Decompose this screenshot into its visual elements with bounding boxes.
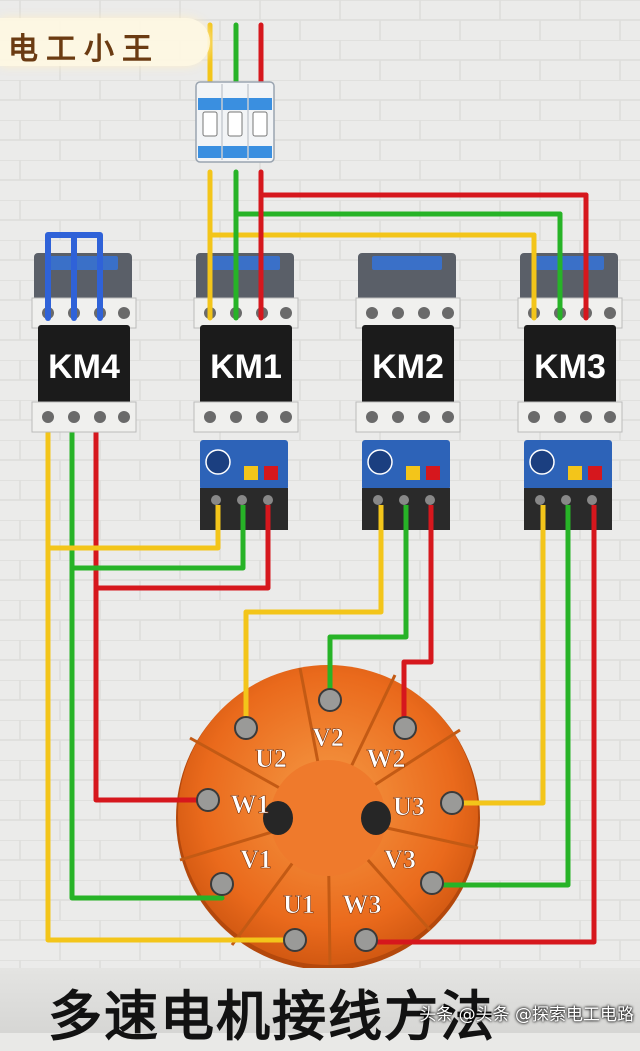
overload-relay-km3 <box>524 440 612 530</box>
contactor-label-km4: KM4 <box>48 348 120 386</box>
overload-relay-km2 <box>362 440 450 530</box>
contactor-km2 <box>355 253 461 433</box>
contactor-km3 <box>517 253 623 433</box>
brand-badge: 电工小王 <box>0 18 210 67</box>
circuit-breaker <box>195 81 275 163</box>
brand-text: 电工小王 <box>8 32 160 67</box>
terminal-label-w3: W3 <box>343 890 382 919</box>
terminal-label-w1: W1 <box>231 790 270 819</box>
contactor-label-km3: KM3 <box>534 348 606 386</box>
terminal-screws <box>196 688 464 952</box>
watermark: 头条 @头条 @探索电工电路 <box>419 1005 634 1025</box>
terminal-label-v2: V2 <box>312 723 344 752</box>
contactor-label-km2: KM2 <box>372 348 444 386</box>
terminal-label-w2: W2 <box>367 744 406 773</box>
contactor-km1 <box>193 253 299 433</box>
terminal-label-u1: U1 <box>283 890 315 919</box>
title-band <box>0 968 640 1033</box>
terminal-label-u3: U3 <box>393 792 425 821</box>
motor-terminal-plate <box>176 665 480 970</box>
terminal-label-u2: U2 <box>255 744 287 773</box>
contactor-label-km1: KM1 <box>210 348 282 386</box>
terminal-label-v3: V3 <box>384 845 416 874</box>
terminal-label-v1: V1 <box>240 845 272 874</box>
